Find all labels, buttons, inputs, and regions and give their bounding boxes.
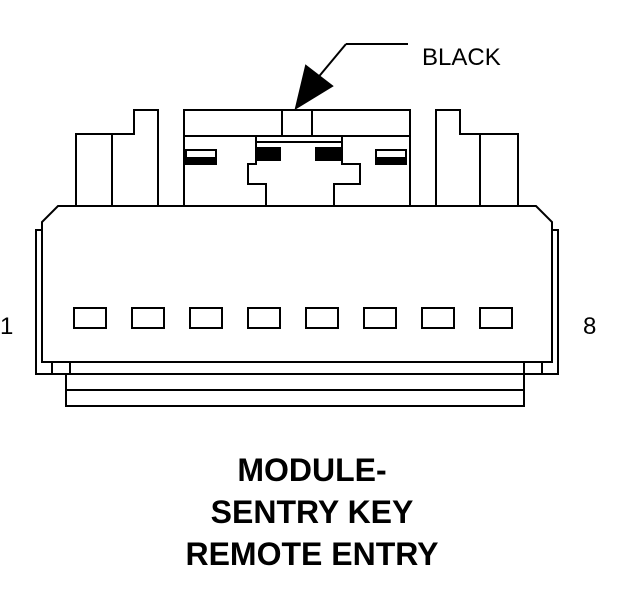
pin-cavity-row <box>73 307 513 329</box>
pin-cavity <box>189 307 223 329</box>
pin-number-last: 8 <box>583 313 597 340</box>
left-latch-tower <box>75 109 159 206</box>
pin-cavity <box>421 307 455 329</box>
pin-cavity <box>247 307 281 329</box>
pin-cavity <box>131 307 165 329</box>
color-pointer-arrow <box>294 43 408 111</box>
connector-body <box>35 205 559 407</box>
pin-cavity <box>73 307 107 329</box>
pin-cavity <box>479 307 513 329</box>
pin-cavity <box>305 307 339 329</box>
pin-number-first: 1 <box>0 313 14 340</box>
right-latch-tower <box>435 109 519 206</box>
title-line-3: REMOTE ENTRY <box>185 536 439 572</box>
title-line-1: MODULE- <box>237 452 387 488</box>
center-latch <box>183 109 411 207</box>
connector-color-label: BLACK <box>422 44 501 71</box>
pin-cavity <box>363 307 397 329</box>
title-line-2: SENTRY KEY <box>210 494 414 530</box>
